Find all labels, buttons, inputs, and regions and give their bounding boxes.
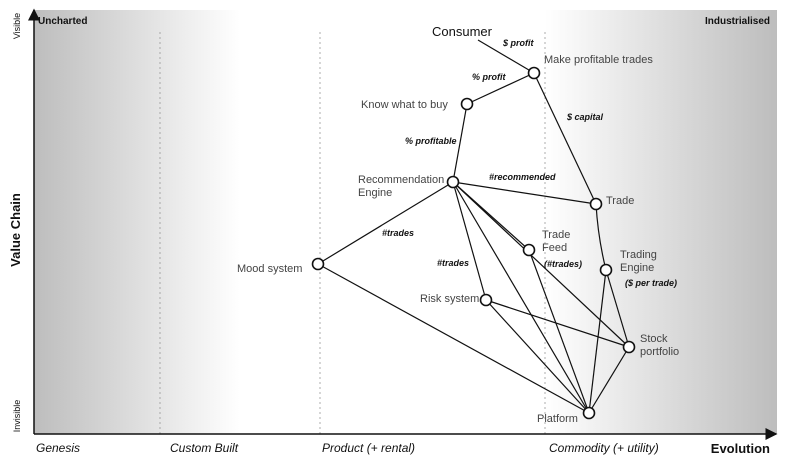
stage-commodity: Commodity (+ utility) — [549, 441, 659, 455]
edge-recommendation-engine-platform — [452, 181, 590, 414]
edge-recommendation-engine-risk-system — [452, 181, 487, 301]
label-trade-line: Trade — [606, 195, 634, 207]
edge-label-per-trade: ($ per trade) — [625, 278, 677, 288]
label-recommendation-engine: Recommendation Engine — [358, 174, 447, 199]
edge-risk-system-stock-portfolio — [485, 299, 630, 348]
edge-make-profitable-trades-know-what-to-buy — [466, 72, 535, 105]
x-axis-title: Evolution — [711, 441, 770, 456]
edge-label-profit-dollar: $ profit — [502, 38, 535, 48]
label-mood-system-line: Mood system — [237, 263, 302, 275]
label-stock-portfolio-line1: Stock — [640, 333, 668, 345]
stage-product: Product (+ rental) — [322, 441, 415, 455]
y-axis-title: Value Chain — [8, 193, 23, 267]
edge-label-recommended: #recommended — [489, 172, 556, 182]
label-trade-feed-line1: Trade — [542, 229, 570, 241]
edge-label-profitable-pct: % profitable — [405, 136, 457, 146]
edge-know-what-to-buy-recommendation-engine — [452, 103, 468, 183]
component-labels: Make profitable trades Know what to buy … — [237, 54, 679, 425]
anchor-consumer: Consumer — [432, 24, 493, 39]
label-recommendation-engine-line2: Engine — [358, 187, 392, 199]
node-recommendation-engine[interactable] — [446, 175, 460, 189]
edge-recommendation-engine-mood-system — [317, 181, 454, 265]
edge-trading-engine-stock-portfolio — [605, 269, 630, 348]
label-trade-feed: Trade Feed — [542, 229, 573, 254]
y-axis-visible: Visible — [12, 13, 22, 39]
node-trade[interactable] — [589, 197, 603, 211]
edge-label-trades-feed: (#trades) — [544, 259, 582, 269]
edge-label-profit-pct: % profit — [472, 72, 506, 82]
label-make-profitable-trades: Make profitable trades — [544, 54, 653, 66]
stage-custom-built: Custom Built — [170, 441, 239, 455]
label-risk-system-line: Risk system — [420, 293, 479, 305]
node-make-profitable-trades[interactable] — [527, 66, 541, 80]
edge-consumer-make-profitable-trades — [477, 39, 535, 74]
uncharted-shading — [34, 10, 240, 434]
label-risk-system: Risk system — [420, 293, 479, 305]
label-stock-portfolio-line2: portfolio — [640, 346, 679, 358]
node-stock-portfolio[interactable] — [622, 340, 636, 354]
label-make-profitable-trades-line: Make profitable trades — [544, 54, 653, 66]
label-trading-engine-line2: Engine — [620, 262, 654, 274]
label-stock-portfolio: Stock portfolio — [640, 333, 679, 358]
industrialised-shading — [545, 10, 777, 434]
y-axis-invisible: Invisible — [12, 400, 22, 433]
edge-make-profitable-trades-trade — [533, 72, 597, 205]
label-trading-engine: Trading Engine — [620, 249, 660, 274]
edge-trading-engine-platform — [588, 269, 607, 414]
node-trade-feed[interactable] — [522, 243, 536, 257]
label-trade-feed-line2: Feed — [542, 242, 567, 254]
edge-risk-system-platform — [485, 299, 590, 414]
corner-industrialised: Industrialised — [705, 16, 770, 27]
node-trading-engine[interactable] — [599, 263, 613, 277]
edge-label-trades-mood: #trades — [382, 228, 414, 238]
label-know-what-to-buy-line: Know what to buy — [361, 99, 448, 111]
edge-stock-portfolio-platform — [588, 346, 630, 414]
label-trading-engine-line1: Trading — [620, 249, 657, 261]
label-know-what-to-buy: Know what to buy — [361, 99, 448, 111]
edge-label-capital: $ capital — [566, 112, 604, 122]
edge-trade-feed-platform — [528, 249, 590, 414]
edges — [317, 39, 630, 414]
corner-uncharted: Uncharted — [38, 16, 87, 27]
node-platform[interactable] — [582, 406, 596, 420]
edge-recommendation-engine-trade — [452, 181, 597, 205]
edge-label-trades-risk: #trades — [437, 258, 469, 268]
label-recommendation-engine-line1: Recommendation — [358, 174, 444, 186]
label-trade: Trade — [606, 195, 634, 207]
components — [311, 66, 636, 420]
label-platform-line: Platform — [537, 413, 578, 425]
node-mood-system[interactable] — [311, 257, 325, 271]
edge-mood-system-platform — [317, 263, 590, 414]
node-risk-system[interactable] — [479, 293, 493, 307]
node-know-what-to-buy[interactable] — [460, 97, 474, 111]
label-mood-system: Mood system — [237, 263, 302, 275]
label-platform: Platform — [537, 413, 578, 425]
stage-genesis: Genesis — [36, 441, 80, 455]
